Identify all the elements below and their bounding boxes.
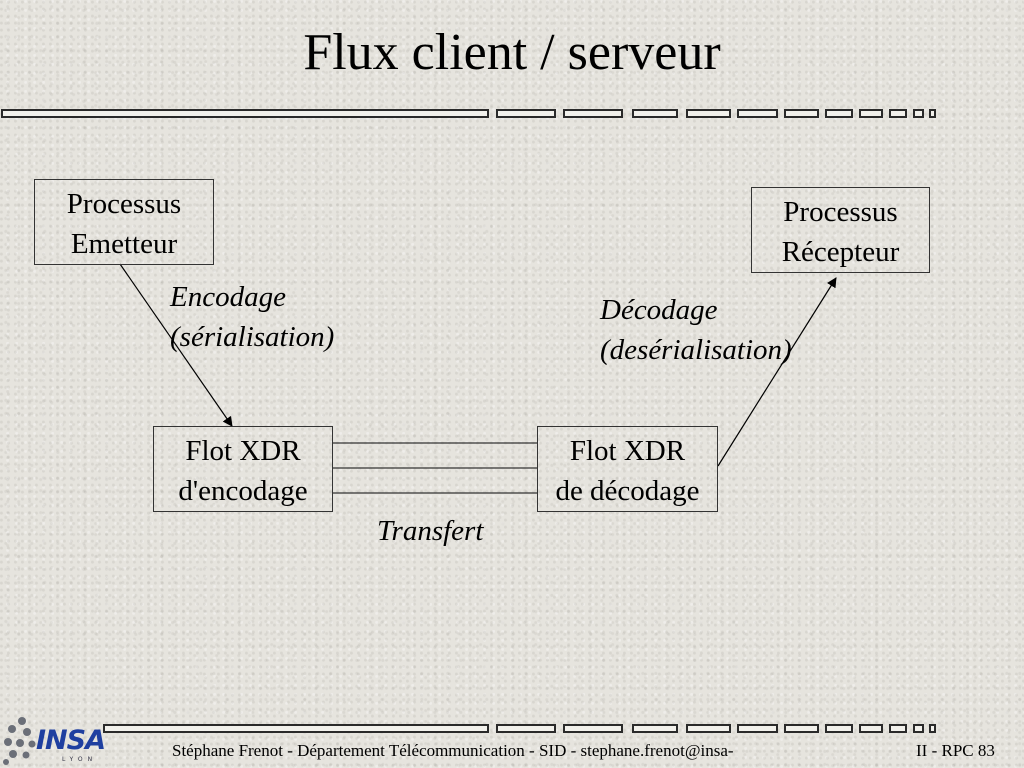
encoding-label-line1: Encodage [170, 281, 286, 313]
receiver-process-box: Processus Récepteur [751, 187, 930, 273]
receiver-label-line2: Récepteur [781, 236, 900, 268]
encode-stream-line2: d'encodage [178, 475, 308, 507]
emitter-label-line1: Processus [66, 188, 182, 220]
transfer-label: Transfert [377, 515, 484, 547]
page-number: II - RPC 83 [916, 741, 995, 760]
encoding-label: Encodage (sérialisation) [170, 277, 334, 357]
encoding-arrow [119, 263, 233, 427]
slide-title: Flux client / serveur [303, 24, 721, 81]
encode-stream-box: Flot XDR d'encodage [153, 426, 333, 512]
insa-logo: INSA LYON [0, 712, 106, 768]
decoding-label-line1: Décodage [600, 294, 718, 326]
bottom-divider [103, 724, 936, 733]
decoding-label-line2: (desérialisation) [600, 334, 792, 366]
encoding-label-line2: (sérialisation) [170, 321, 335, 353]
encode-stream-line1: Flot XDR [185, 435, 301, 467]
decode-stream-line2: de décodage [555, 475, 700, 507]
receiver-label-line1: Processus [783, 196, 898, 228]
decoding-arrow [717, 277, 837, 467]
transfer-channel [332, 442, 537, 494]
decoding-label: Décodage (desérialisation) [600, 290, 792, 370]
logo-subtitle: LYON [62, 756, 98, 763]
molecule-icon [3, 717, 36, 765]
emitter-process-box: Processus Emetteur [34, 179, 214, 265]
emitter-label-line2: Emetteur [70, 228, 178, 260]
logo-wordmark: INSA [36, 725, 106, 756]
decode-stream-line1: Flot XDR [569, 435, 686, 467]
decode-stream-box: Flot XDR de décodage [537, 426, 718, 512]
top-divider [1, 109, 936, 118]
footer-author: Stéphane Frenot - Département Télécommun… [172, 741, 734, 760]
